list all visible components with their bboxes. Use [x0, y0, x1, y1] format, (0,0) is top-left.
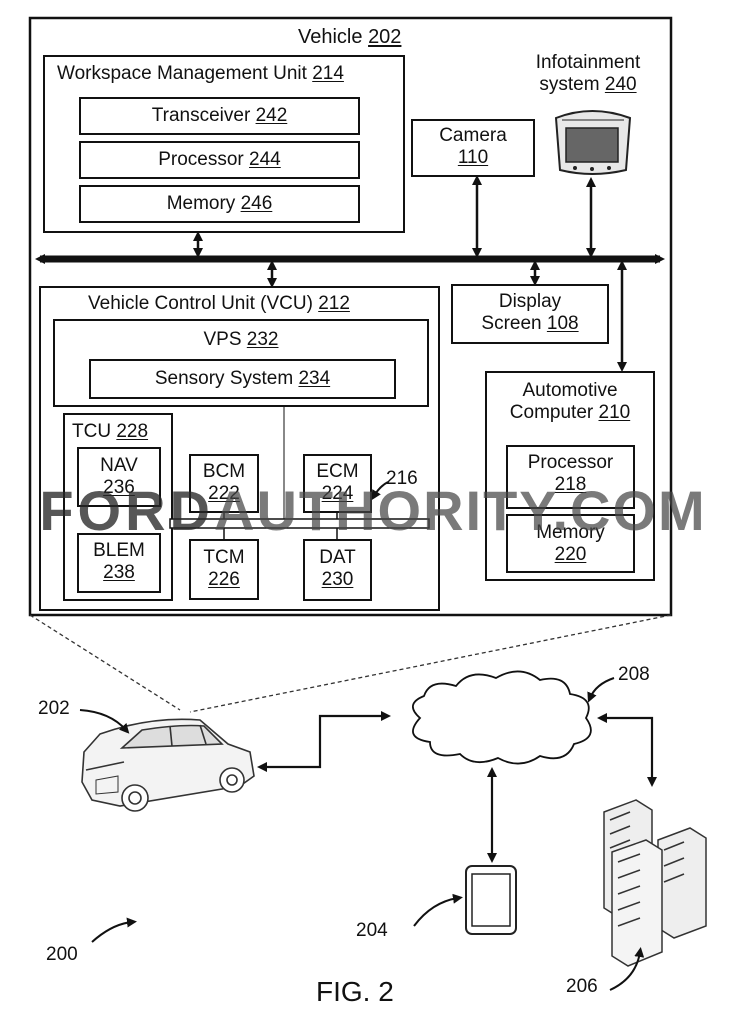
sensory-box — [89, 359, 396, 399]
servers-icon — [603, 799, 707, 967]
vps-label: VPS 232 — [203, 329, 279, 350]
memory-wmu-box — [79, 185, 360, 223]
network-cloud-icon — [412, 670, 592, 765]
memory-ac-box — [506, 514, 635, 573]
transceiver-box — [79, 97, 360, 135]
ref-network: 208 — [618, 664, 650, 685]
ref-vehicle: 202 — [38, 698, 70, 719]
tcu-box — [63, 413, 173, 601]
nav-box — [77, 447, 161, 507]
vehicle-car-icon — [81, 718, 255, 812]
tcu-label: TCU 228 — [72, 421, 149, 442]
vcu-label: Vehicle Control Unit (VCU) 212 — [88, 293, 350, 314]
vcu-box — [39, 286, 440, 611]
memory-wmu-label: Memory 246 — [166, 193, 273, 214]
figure-label: FIG. 2 — [316, 976, 394, 1007]
internal-bus — [169, 518, 430, 529]
processor-wmu-label: Processor 244 — [158, 149, 281, 170]
blem-box — [77, 533, 161, 593]
ref-device: 204 — [356, 920, 388, 941]
processor-ac-box — [506, 445, 635, 509]
display-box — [451, 284, 609, 344]
transceiver-label: Transceiver 242 — [151, 105, 288, 126]
tablet-icon — [465, 865, 517, 935]
vehicle-label: Vehicle 202 — [298, 26, 402, 48]
watermark: FORDAUTHORITY.COM — [39, 479, 707, 542]
vps-box — [53, 319, 429, 407]
bus-ref-216: 216 — [386, 468, 418, 489]
processor-wmu-box — [79, 141, 360, 179]
wmu-box — [43, 55, 405, 233]
ref-system: 200 — [46, 944, 78, 965]
vehicle-box — [28, 16, 673, 617]
wmu-label: Workspace Management Unit 214 — [57, 63, 344, 84]
infotainment-icon — [554, 110, 632, 175]
ref-servers: 206 — [566, 976, 598, 997]
sensory-label: Sensory System 234 — [154, 368, 331, 389]
automotive-box — [485, 371, 655, 581]
